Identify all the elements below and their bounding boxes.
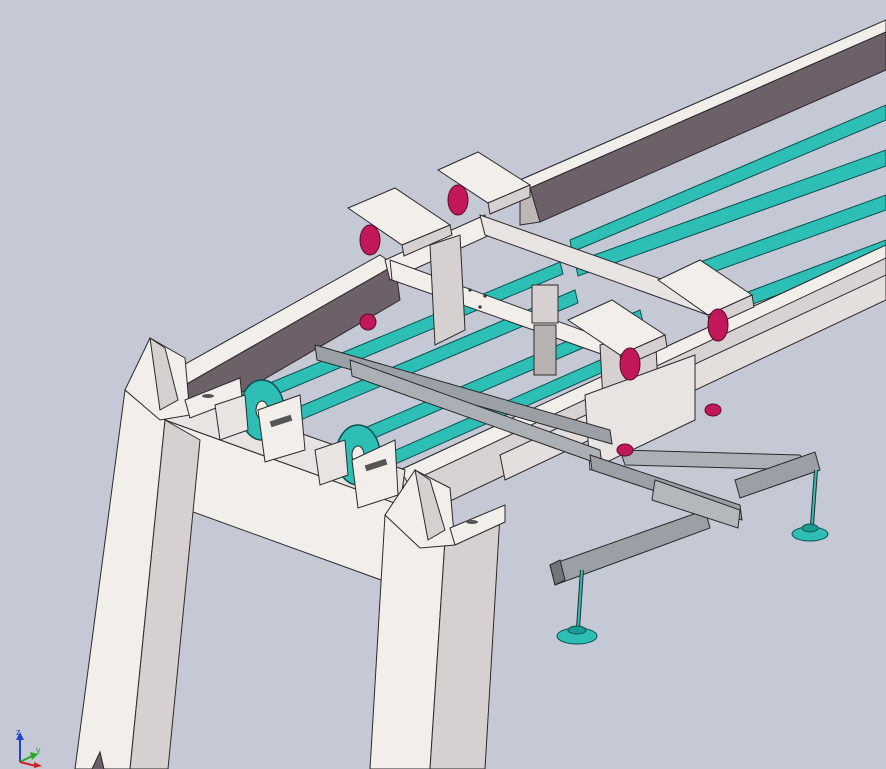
triad-y-label: y [36, 745, 41, 755]
leveling-feet [556, 469, 829, 645]
coordinate-triad: z y [6, 728, 46, 768]
aluminum-profiles [314, 344, 821, 586]
y-axis-arrow-icon [19, 752, 38, 763]
z-axis-arrow-icon [16, 732, 24, 762]
wheel-blocks [346, 151, 755, 457]
x-axis-arrow-icon [19, 761, 42, 768]
corner-gussets [124, 336, 506, 549]
back-beam [519, 19, 886, 226]
carriage [384, 214, 723, 471]
drive-pulleys [214, 379, 399, 509]
gantry-legs [74, 389, 501, 769]
triad-z-label: z [16, 727, 21, 737]
